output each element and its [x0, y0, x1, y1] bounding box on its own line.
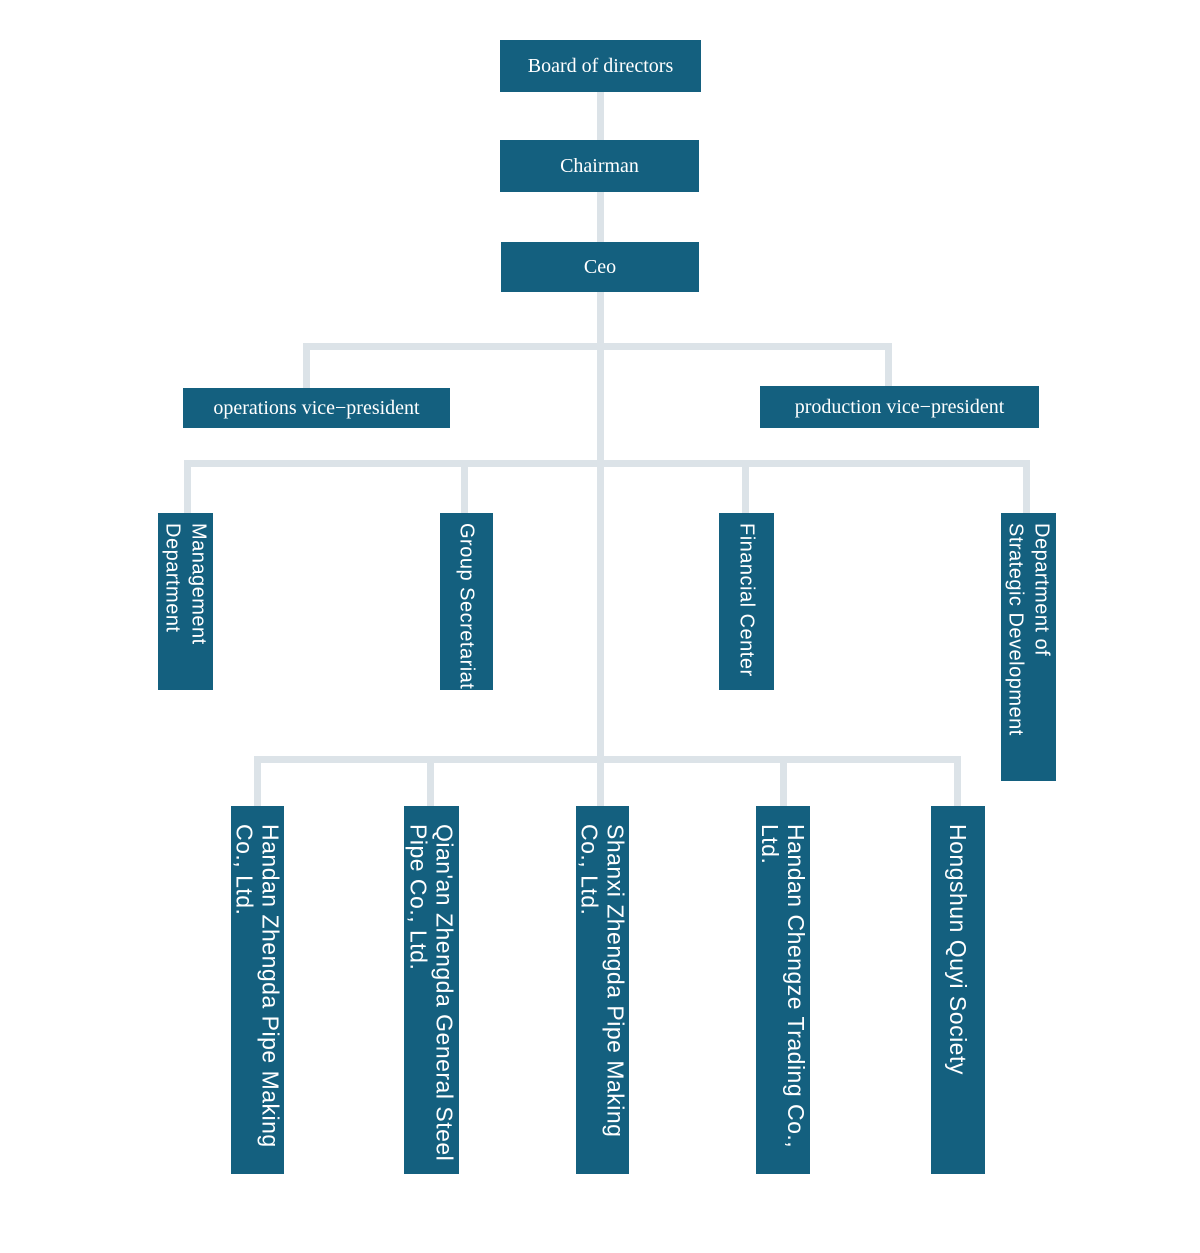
node-strategic-development-department: Department of Strategic Development [1001, 513, 1056, 781]
connector-drop-hongshun [954, 756, 961, 806]
node-financial-center: Financial Center [719, 513, 774, 690]
node-label: Shanxi Zhengda Pipe Making Co., Ltd. [576, 824, 629, 1138]
node-board-of-directors: Board of directors [500, 40, 701, 92]
node-chairman: Chairman [500, 140, 699, 192]
node-label: Group Secretariat [455, 523, 478, 690]
node-label: Handan Chengze Trading Co., Ltd. [757, 824, 809, 1149]
node-qianan-zhengda-general-steel-pipe: Qian'an Zhengda General Steel Pipe Co., … [404, 806, 459, 1174]
node-group-secretariat: Group Secretariat [440, 513, 493, 690]
node-label: Board of directors [527, 54, 674, 77]
connector-drop-secretariat [461, 460, 468, 513]
node-operations-vice-president: operations vice−president [183, 388, 450, 428]
connector-drop-strategic [1023, 460, 1030, 513]
connector-vp-horizontal [303, 343, 892, 350]
node-handan-zhengda-pipe-making: Handan Zhengda Pipe Making Co., Ltd. [231, 806, 284, 1174]
node-label: Chairman [560, 154, 639, 177]
node-label: Financial Center [735, 523, 758, 677]
node-management-department: Management Department [158, 513, 213, 690]
connector-subsidiaries-horizontal [254, 756, 961, 763]
connector-drop-operations-vp [303, 343, 310, 388]
node-label: Management Department [161, 523, 210, 645]
connector-ceo-spine [597, 292, 604, 806]
node-label: Handan Zhengda Pipe Making Co., Ltd. [231, 824, 284, 1148]
connector-drop-management [184, 460, 191, 513]
node-label: production vice−president [794, 395, 1005, 418]
connector-drop-qianan [427, 756, 434, 806]
node-label: Qian'an Zhengda General Steel Pipe Co., … [405, 824, 458, 1162]
node-ceo: Ceo [501, 242, 699, 292]
node-label: Ceo [583, 255, 617, 278]
node-production-vice-president: production vice−president [760, 386, 1039, 428]
connector-drop-handan-pipe [254, 756, 261, 806]
connector-drop-chengze [780, 756, 787, 806]
node-shanxi-zhengda-pipe-making: Shanxi Zhengda Pipe Making Co., Ltd. [576, 806, 629, 1174]
node-hongshun-quyi-society: Hongshun Quyi Society [931, 806, 985, 1174]
connector-chairman-ceo [597, 192, 604, 242]
node-label: operations vice−president [213, 396, 420, 419]
node-handan-chengze-trading: Handan Chengze Trading Co., Ltd. [756, 806, 810, 1174]
node-label: Department of Strategic Development [1004, 523, 1053, 736]
node-label: Hongshun Quyi Society [945, 824, 971, 1075]
connector-drop-production-vp [885, 343, 892, 386]
connector-drop-financial [742, 460, 749, 513]
connector-board-chairman [597, 91, 604, 140]
connector-departments-horizontal [184, 460, 1030, 467]
